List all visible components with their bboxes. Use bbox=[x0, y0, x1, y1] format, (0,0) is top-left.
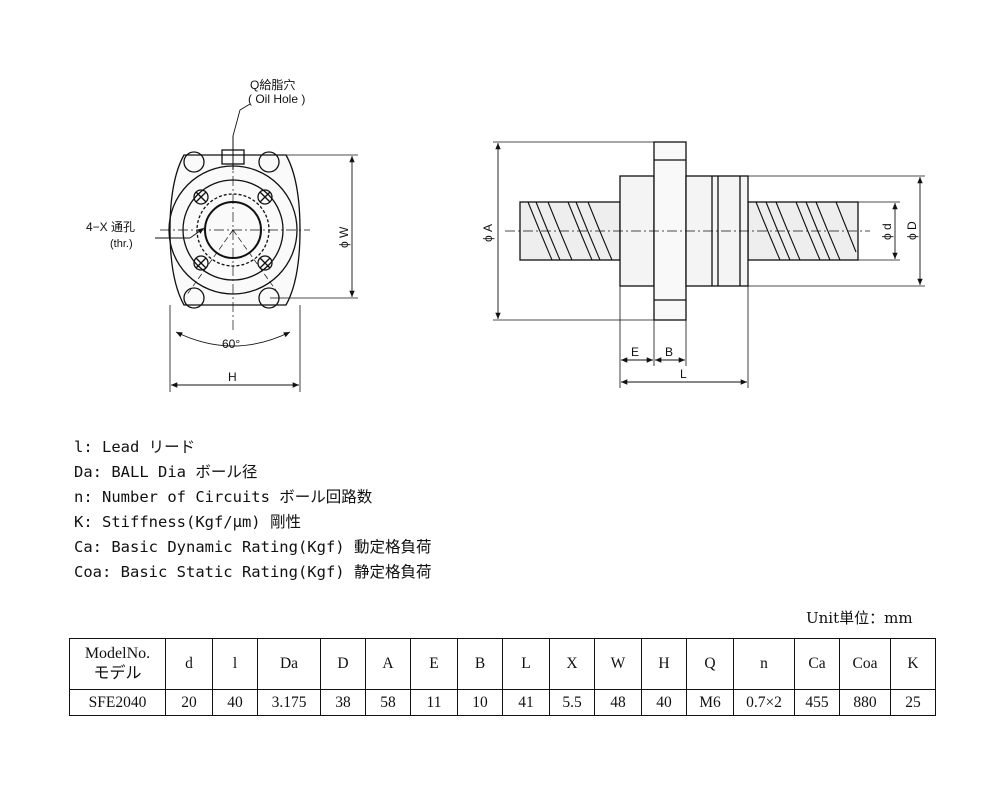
legend: l: Lead リード Da: BALL Dia ボール径 n: Number … bbox=[74, 435, 431, 585]
screw-head bbox=[257, 189, 273, 205]
table-cell: 20 bbox=[165, 689, 213, 716]
legend-item: K: Stiffness(Kgf/μm) 剛性 bbox=[74, 513, 301, 531]
dim-E-label: E bbox=[631, 345, 639, 359]
header-model-line1: ModelNo. bbox=[84, 645, 151, 662]
thru-hole-label-en: (thr.) bbox=[110, 238, 133, 250]
table-cell: SFE2040 bbox=[69, 689, 166, 716]
header-cell: W bbox=[594, 638, 642, 690]
dim-W-label: ϕ W bbox=[337, 226, 351, 248]
angle-label: 60° bbox=[222, 337, 240, 351]
header-cell: d bbox=[165, 638, 213, 690]
dim-d-label: ϕ d bbox=[880, 223, 894, 240]
header-cell: L bbox=[502, 638, 550, 690]
table-header-row: ModelNo. モデル d l Da D A E B L X W H Q n … bbox=[69, 638, 936, 690]
technical-drawing: Q給脂穴 ( Oil Hole ) 4−X 通孔 (thr.) 60° ϕ W … bbox=[86, 77, 925, 392]
front-view bbox=[155, 103, 358, 392]
legend-item: Da: BALL Dia ボール径 bbox=[74, 463, 258, 481]
table-cell: 25 bbox=[890, 689, 936, 716]
header-cell: A bbox=[365, 638, 411, 690]
legend-item: Coa: Basic Static Rating(Kgf) 静定格負荷 bbox=[74, 563, 432, 581]
table-cell: 3.175 bbox=[257, 689, 321, 716]
mount-hole bbox=[183, 151, 205, 173]
table-cell: 11 bbox=[410, 689, 458, 716]
oil-hole-label-en: ( Oil Hole ) bbox=[248, 92, 305, 106]
table-cell: 40 bbox=[212, 689, 258, 716]
header-cell: K bbox=[890, 638, 936, 690]
legend-item: l: Lead リード bbox=[74, 438, 196, 456]
header-cell: Coa bbox=[839, 638, 891, 690]
table-cell: 41 bbox=[502, 689, 550, 716]
header-model: ModelNo. モデル bbox=[69, 638, 166, 690]
header-cell: l bbox=[212, 638, 258, 690]
header-model-line2: モデル bbox=[93, 665, 142, 682]
dim-H-label: H bbox=[228, 370, 237, 384]
table-cell: 38 bbox=[320, 689, 366, 716]
dim-A-label: ϕ A bbox=[481, 224, 495, 242]
spec-table: ModelNo. モデル d l Da D A E B L X W H Q n … bbox=[69, 638, 936, 716]
unit-label: Unit単位：mm bbox=[806, 609, 913, 627]
header-cell: H bbox=[641, 638, 687, 690]
table-cell: 5.5 bbox=[549, 689, 595, 716]
table-cell: 58 bbox=[365, 689, 411, 716]
table-cell: 880 bbox=[839, 689, 891, 716]
table-cell: 40 bbox=[641, 689, 687, 716]
table-cell: 10 bbox=[457, 689, 503, 716]
screw-head bbox=[193, 189, 209, 205]
header-cell: X bbox=[549, 638, 595, 690]
header-cell: B bbox=[457, 638, 503, 690]
table-cell: M6 bbox=[686, 689, 734, 716]
thru-hole-label-jp: 4−X 通孔 bbox=[86, 220, 135, 234]
legend-item: Ca: Basic Dynamic Rating(Kgf) 動定格負荷 bbox=[74, 538, 432, 556]
header-cell: Ca bbox=[794, 638, 840, 690]
oil-hole-label-jp: Q給脂穴 bbox=[250, 77, 295, 92]
mount-hole bbox=[258, 151, 280, 173]
screw-head bbox=[257, 255, 273, 271]
table-row: SFE2040 20 40 3.175 38 58 11 10 41 5.5 4… bbox=[69, 689, 936, 716]
screw-head bbox=[193, 255, 209, 271]
dim-D-label: ϕ D bbox=[905, 221, 919, 240]
side-view bbox=[493, 141, 925, 388]
legend-item: n: Number of Circuits ボール回路数 bbox=[74, 488, 373, 506]
header-cell: E bbox=[410, 638, 458, 690]
header-cell: D bbox=[320, 638, 366, 690]
dim-B-label: B bbox=[665, 345, 673, 359]
header-cell: n bbox=[733, 638, 795, 690]
mount-hole bbox=[183, 287, 205, 309]
header-cell: Da bbox=[257, 638, 321, 690]
header-cell: Q bbox=[686, 638, 734, 690]
dim-L-label: L bbox=[680, 367, 687, 381]
table-cell: 48 bbox=[594, 689, 642, 716]
table-cell: 0.7×2 bbox=[733, 689, 795, 716]
table-cell: 455 bbox=[794, 689, 840, 716]
